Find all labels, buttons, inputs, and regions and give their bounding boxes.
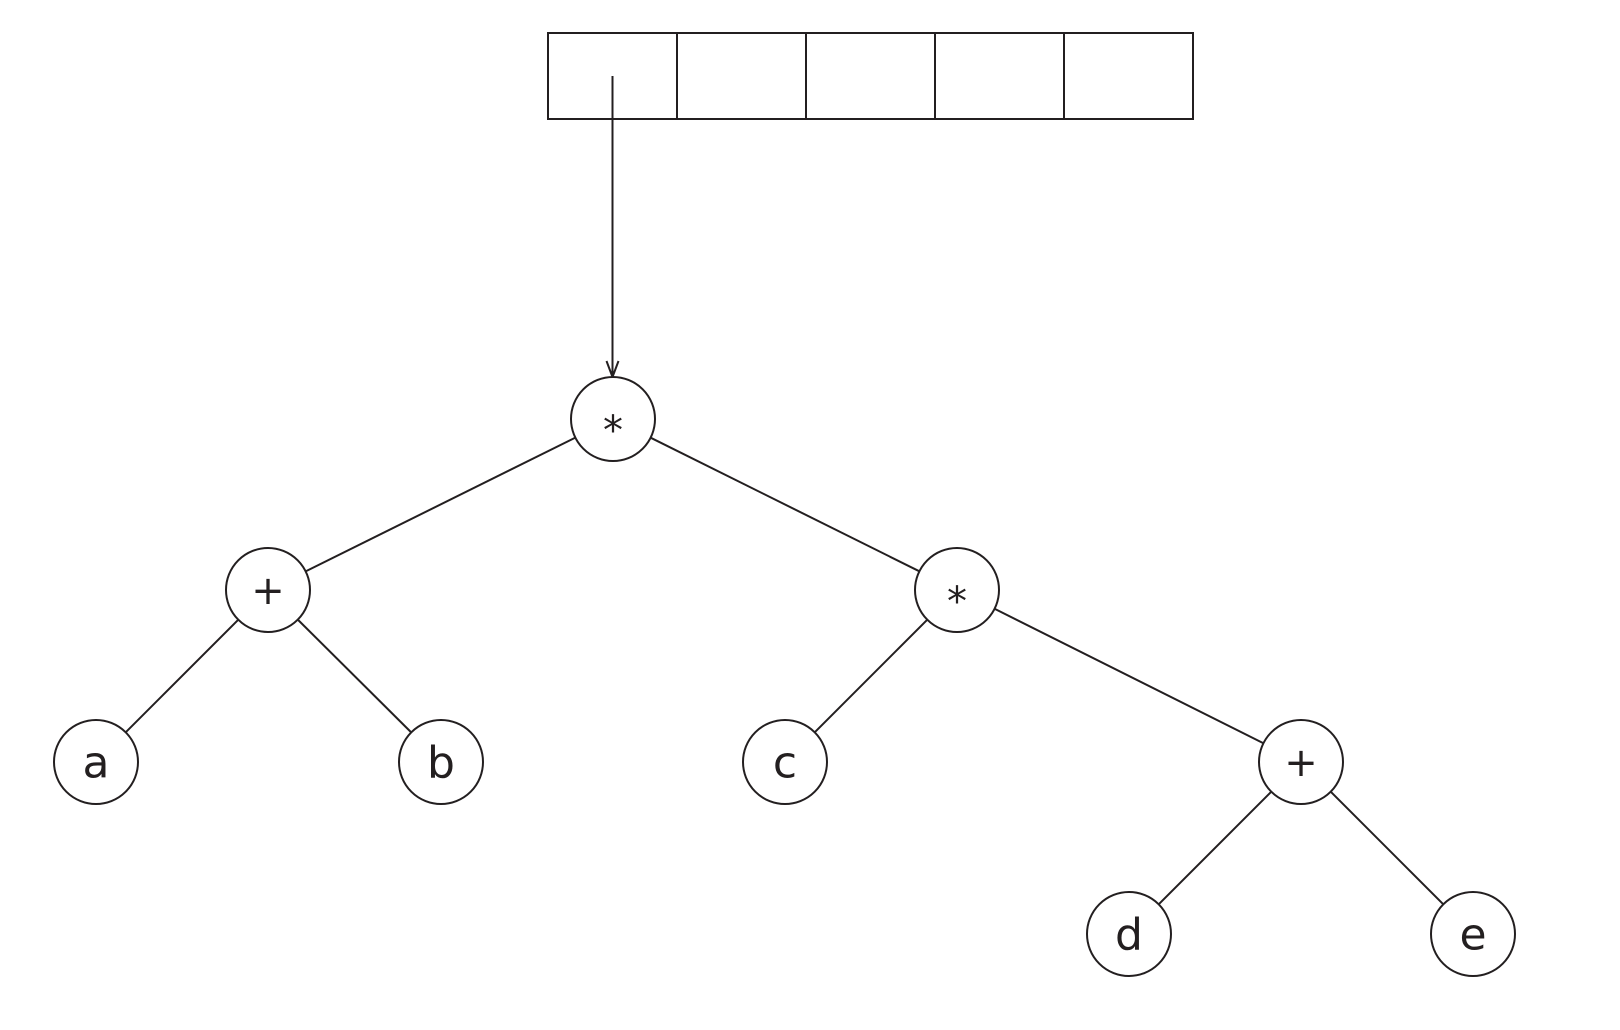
edge-plus_left-to-leaf_a xyxy=(124,618,240,734)
edge-root-to-plus_left xyxy=(305,436,576,573)
tree-node-plus_left: + xyxy=(225,547,311,633)
tree-node-leaf_a: a xyxy=(53,719,139,805)
array-cell-1 xyxy=(676,32,807,120)
edge-times_right-to-leaf_c xyxy=(813,618,929,734)
node-label: + xyxy=(1284,740,1318,786)
tree-node-times_right: * xyxy=(914,547,1000,633)
node-label: c xyxy=(773,738,797,789)
node-circle xyxy=(914,547,1000,633)
node-label: e xyxy=(1459,910,1486,961)
array-cell-3 xyxy=(934,32,1065,120)
node-circle xyxy=(1258,719,1344,805)
tree-edges xyxy=(124,436,1445,906)
edge-plus_left-to-leaf_b xyxy=(297,618,412,734)
tree-nodes: * + * a b c + d e xyxy=(53,376,1516,977)
node-label: b xyxy=(427,738,455,789)
node-circle xyxy=(1086,891,1172,977)
tree-node-leaf_b: b xyxy=(398,719,484,805)
array-cell-2 xyxy=(805,32,936,120)
node-circle xyxy=(398,719,484,805)
tree-node-leaf_c: c xyxy=(742,719,828,805)
node-circle xyxy=(742,719,828,805)
node-circle xyxy=(1430,891,1516,977)
pointer-array xyxy=(547,32,1194,120)
edge-plus_right-to-leaf_e xyxy=(1329,790,1445,906)
array-pointer xyxy=(605,76,620,380)
node-label: * xyxy=(603,408,623,454)
node-label: * xyxy=(947,579,967,625)
edge-root-to-times_right xyxy=(650,436,920,573)
node-label: + xyxy=(251,568,285,614)
node-circle xyxy=(570,376,656,462)
tree-node-root: * xyxy=(570,376,656,462)
tree-node-leaf_d: d xyxy=(1086,891,1172,977)
edge-plus_right-to-leaf_d xyxy=(1157,790,1273,906)
array-cell-4 xyxy=(1063,32,1194,120)
node-label: a xyxy=(83,738,110,789)
tree-node-plus_right: + xyxy=(1258,719,1344,805)
node-label: d xyxy=(1115,910,1143,961)
node-circle xyxy=(225,547,311,633)
tree-node-leaf_e: e xyxy=(1430,891,1516,977)
node-circle xyxy=(53,719,139,805)
edge-times_right-to-plus_right xyxy=(994,607,1264,745)
